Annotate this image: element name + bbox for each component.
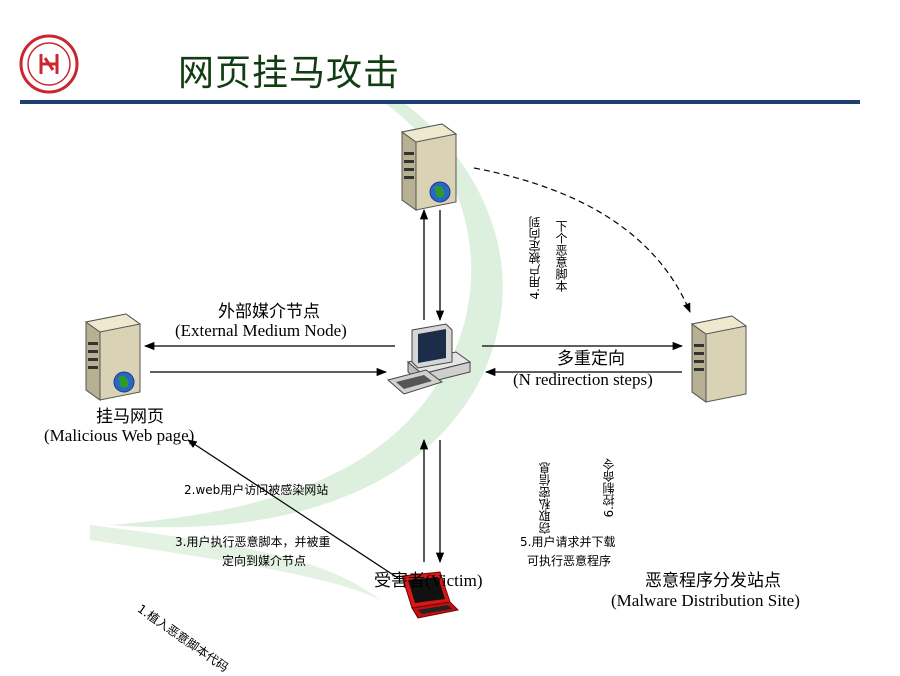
server-icon-top <box>400 123 458 211</box>
external-node-label-cn: 外部媒介节点 <box>218 302 320 321</box>
step-5-label-line1: 5.用户请求并下载 <box>520 535 616 549</box>
dashed-redirect-arrow <box>473 167 691 313</box>
redirection-label-cn: 多重定向 <box>557 349 625 368</box>
distribution-site-label-cn: 恶意程序分发站点 <box>645 571 781 590</box>
server-icon-left <box>84 313 142 401</box>
laptop-icon <box>401 571 460 619</box>
victim-label: 受害者(Victim) <box>374 571 483 590</box>
arrow-victim-to-malicious-page <box>187 439 399 579</box>
title-divider <box>20 100 860 104</box>
step-6-label: 6.控制命令 <box>602 458 616 518</box>
distribution-site-label-en: (Malware Distribution Site) <box>611 591 800 610</box>
step-4-label-line1: 4.用户被定向到 <box>528 216 542 300</box>
steal-info-label: 窃取私密信息 <box>538 462 552 534</box>
step-4-label-line2: 下个恶意脚本 <box>554 220 568 292</box>
malicious-page-label-cn: 挂马网页 <box>96 407 164 426</box>
external-node-label-en: (External Medium Node) <box>175 321 347 340</box>
server-icon-right <box>690 315 748 403</box>
step-2-label: 2.web用户访问被感染网站 <box>184 483 329 497</box>
university-seal-icon <box>19 34 79 94</box>
step-3-label-line1: 3.用户执行恶意脚本，并被重 <box>175 535 331 549</box>
redirection-label-en: (N redirection steps) <box>513 370 653 389</box>
step-5-label-line2: 可执行恶意程序 <box>527 554 612 568</box>
malicious-page-label-en: (Malicious Web page) <box>44 426 195 445</box>
background-swoosh-lower <box>90 525 380 600</box>
desktop-computer-icon <box>386 323 472 395</box>
step-3-label-line2: 定向到媒介节点 <box>222 554 307 568</box>
page-title: 网页挂马攻击 <box>178 53 401 94</box>
